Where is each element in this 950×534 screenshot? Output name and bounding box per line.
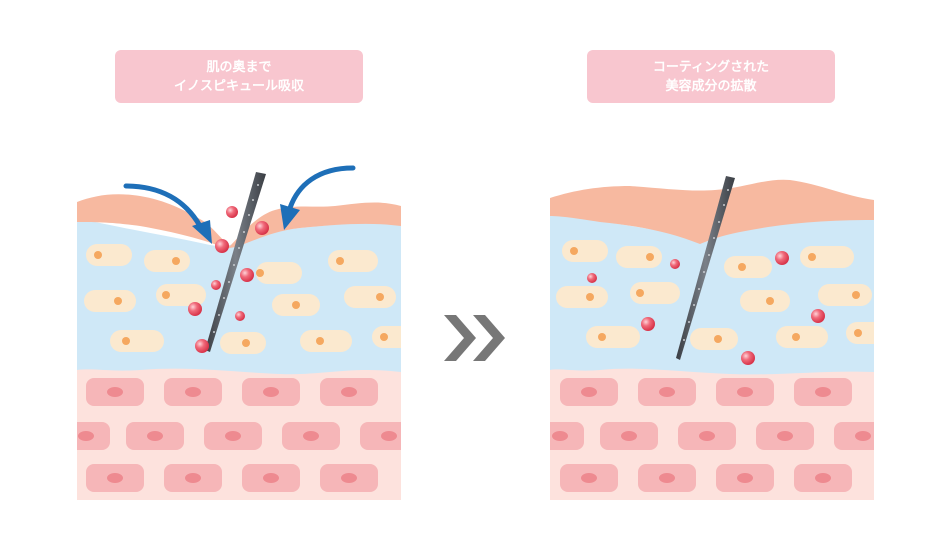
label-diffusion-line2: 美容成分の拡散 <box>665 78 757 94</box>
serum-drops-right <box>587 251 825 365</box>
epidermis-layer <box>550 179 874 244</box>
skin-section-right <box>550 179 874 500</box>
label-absorption: 肌の奥まで イノスピキュール吸収 <box>115 50 363 103</box>
serum-drops-left <box>188 206 269 353</box>
double-chevron-right-icon <box>444 315 505 361</box>
basal-cells-left <box>77 378 401 492</box>
label-absorption-line1: 肌の奥まで <box>206 59 272 75</box>
spicule-needle-right <box>676 176 735 360</box>
basal-cells-right <box>550 378 874 492</box>
label-diffusion-line1: コーティングされた <box>652 59 770 75</box>
dermis-cells-left <box>84 244 401 354</box>
spicule-needle-left <box>205 172 266 352</box>
dermis-cells-right <box>556 240 874 350</box>
skin-section-left <box>77 194 401 500</box>
epidermis-layer <box>77 194 401 249</box>
absorption-arrows <box>123 165 356 244</box>
label-diffusion: コーティングされた 美容成分の拡散 <box>587 50 835 103</box>
label-absorption-line2: イノスピキュール吸収 <box>173 78 304 94</box>
